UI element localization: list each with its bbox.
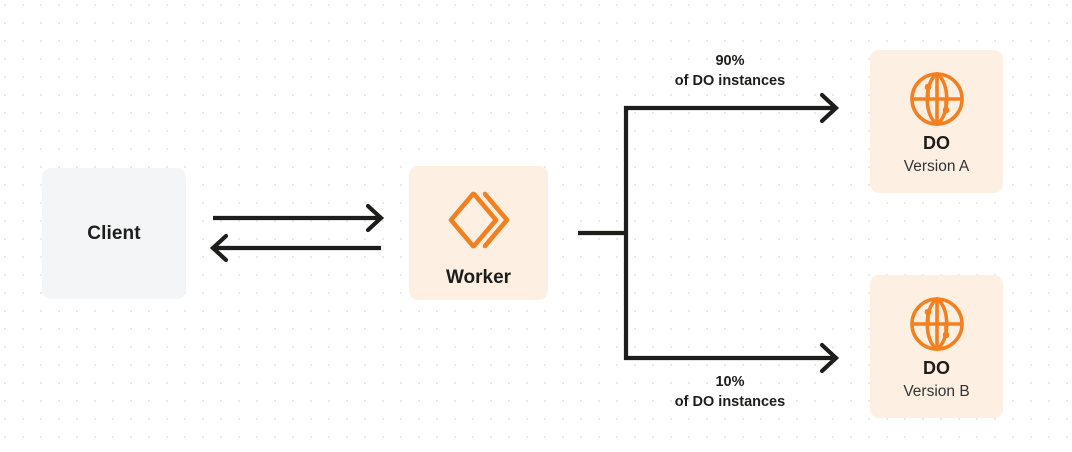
node-worker-label: Worker <box>445 267 512 288</box>
cloudflare-workers-logo-icon <box>447 190 511 250</box>
node-worker[interactable]: Worker <box>409 166 548 300</box>
globe-icon <box>908 70 966 128</box>
node-do-b-label: DO <box>923 358 950 378</box>
node-do-version-a[interactable]: DO Version A <box>870 50 1003 193</box>
arrow-client-to-worker <box>213 203 385 233</box>
node-do-a-version: Version A <box>903 158 970 175</box>
edge-label-do-a: 90% of DO instances <box>624 52 836 91</box>
node-do-version-b[interactable]: DO Version B <box>870 275 1003 418</box>
node-do-b-version: Version B <box>903 383 970 400</box>
edge-label-do-a-subtext: of DO instances <box>674 72 786 89</box>
node-client[interactable]: Client <box>42 168 186 299</box>
branch-trunk <box>578 106 629 360</box>
edge-label-do-a-percent: 90% <box>715 53 745 69</box>
arrow-worker-to-do-a <box>624 92 840 124</box>
arrow-worker-to-do-b <box>624 342 840 374</box>
edge-label-do-b-percent: 10% <box>715 374 745 390</box>
edge-label-do-b-subtext: of DO instances <box>674 393 786 410</box>
edge-label-do-b: 10% of DO instances <box>624 373 836 412</box>
globe-icon <box>908 295 966 353</box>
node-do-a-label: DO <box>923 133 950 153</box>
arrow-worker-to-client <box>209 233 381 263</box>
node-client-label: Client <box>87 223 141 244</box>
